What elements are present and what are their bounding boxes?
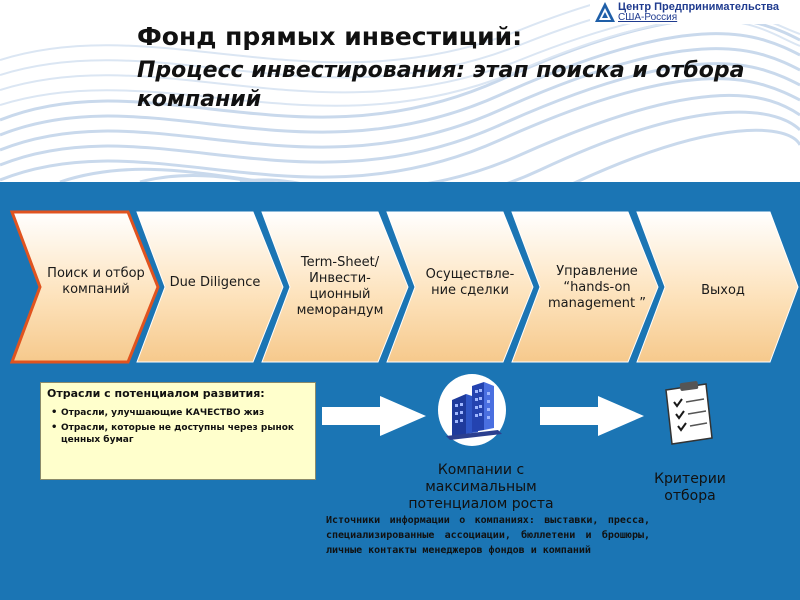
chevron-step-1[interactable] <box>9 210 160 364</box>
sectors-heading: Отрасли с потенциалом развития: <box>47 387 265 400</box>
sectors-box: Отрасли с потенциалом развития: Отрасли,… <box>40 382 316 480</box>
sectors-item-1: Отрасли, улучшающие КАЧЕСТВО жиз <box>51 407 309 419</box>
arrow-right-icon <box>322 396 426 436</box>
buildings-icon <box>438 374 506 446</box>
sectors-item-2: Отрасли, которые не доступны через рынок… <box>51 422 309 446</box>
step-label-6: Выход <box>701 283 745 298</box>
logo-triangle-icon <box>595 2 615 22</box>
clipboard-checklist-icon <box>665 381 713 445</box>
logo-line-1: Центр Предпринимательства <box>618 1 779 13</box>
chevron-step-5[interactable] <box>511 211 659 363</box>
header-area: Центр Предпринимательства США-Россия Фон… <box>0 0 800 182</box>
wave-background <box>0 0 800 182</box>
step-label-3: Term-Sheet/ Инвести-ционный меморандум <box>296 255 384 318</box>
logo: Центр Предпринимательства США-Россия <box>590 0 800 24</box>
page-title: Фонд прямых инвестиций: <box>137 22 523 51</box>
information-sources: Источники информации о компаниях: выстав… <box>326 515 650 556</box>
process-panel: Поиск и отбор компаний Due Diligence Ter… <box>0 182 800 600</box>
arrow-right-icon-2 <box>540 396 644 436</box>
step-label-1: Поиск и отбор компаний <box>47 266 145 297</box>
page-subtitle: Процесс инвестирования: этап поиска и от… <box>137 58 745 112</box>
logo-line-2: США-Россия <box>618 12 678 23</box>
criteria-label: Критерии отбора <box>654 471 726 504</box>
companies-label: Компании с максимальным потенциалом рост… <box>408 462 554 512</box>
chevron-step-4[interactable] <box>386 211 534 363</box>
chevron-step-2[interactable] <box>136 211 284 363</box>
step-label-4: Осуществле-ние сделки <box>425 267 515 298</box>
step-label-2: Due Diligence <box>169 275 261 290</box>
chevron-step-6[interactable] <box>636 211 799 363</box>
step-label-5: Управление “hands-on management ” <box>548 264 646 311</box>
chevron-step-3[interactable] <box>261 211 409 363</box>
process-chevrons <box>9 210 799 364</box>
sectors-list: Отрасли, улучшающие КАЧЕСТВО жиз Отрасли… <box>47 407 309 446</box>
